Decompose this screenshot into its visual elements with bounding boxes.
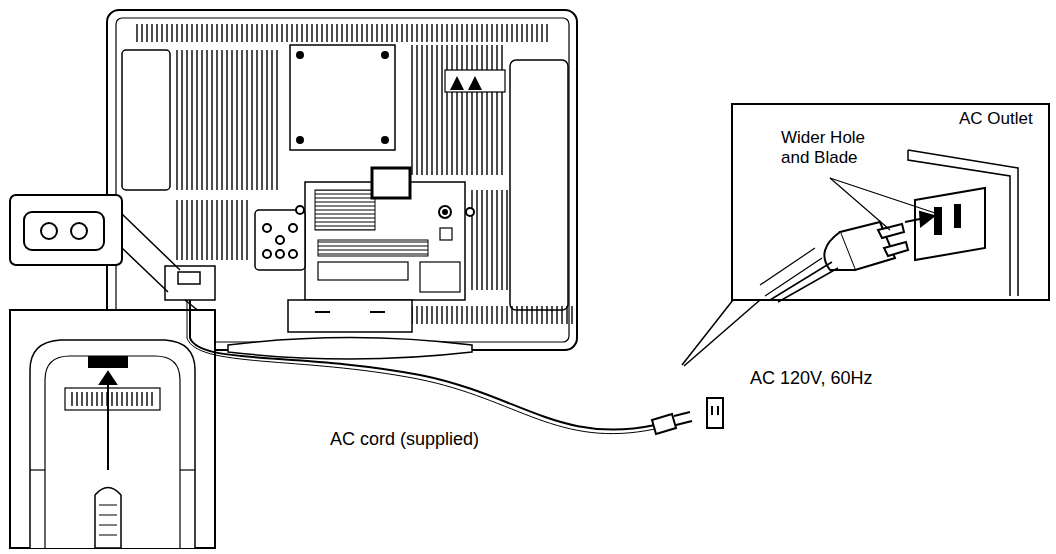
ac-cord (187, 300, 760, 434)
inlet-callout (10, 195, 180, 292)
blade-label: Wider Hole and Blade (781, 128, 891, 168)
tv-back (107, 10, 580, 359)
annotation-label: AC cord (supplied) (330, 428, 479, 450)
callout-box (731, 103, 1050, 301)
annotation-label: AC 120V, 60Hz (750, 367, 872, 389)
cord-clamp-callout (10, 300, 215, 548)
outlet-label: AC Outlet (959, 109, 1049, 129)
